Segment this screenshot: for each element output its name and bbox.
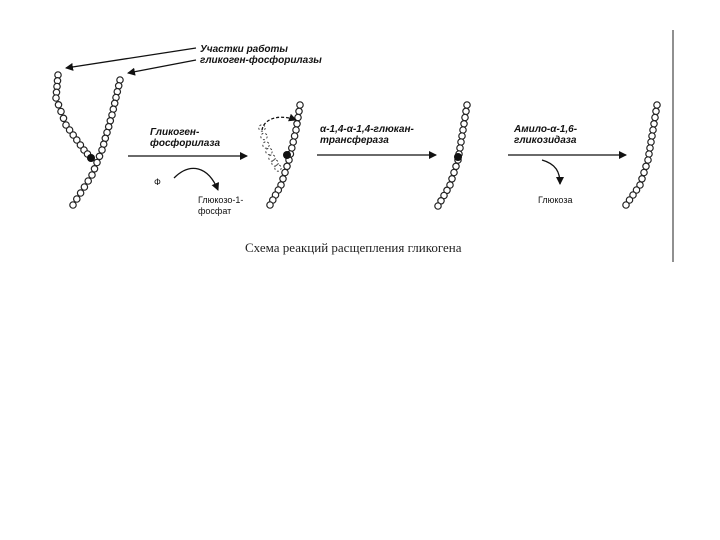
glucose-residue: [93, 158, 101, 167]
glycogen-chain-branch: [69, 76, 124, 209]
glucose-residue: [648, 132, 656, 140]
glucose-residue: [636, 181, 644, 189]
glucose-residue: [59, 114, 68, 123]
glucose-residue: [448, 175, 456, 183]
glucose-residue: [452, 162, 460, 171]
glucose-residue: [266, 201, 274, 209]
glycogen-chain-linear: [622, 101, 661, 209]
glucose-residue: [652, 107, 660, 116]
glucose-residue: [296, 101, 304, 109]
glucose-residue: [649, 126, 657, 134]
glucose-residue: [462, 107, 470, 116]
glucose-release-arrow: [541, 159, 564, 185]
glucose-residue: [287, 144, 296, 152]
sites-arrow-2: [127, 59, 197, 76]
glucose-residue: [65, 126, 74, 134]
transferred-residue: [260, 132, 268, 141]
glucose-residue: [90, 165, 99, 173]
glucose-residue: [62, 121, 70, 129]
transferred-residue: [258, 124, 266, 132]
product3-label: Глюкоза: [538, 195, 572, 205]
sites-arrow-1: [65, 47, 197, 71]
diagram-caption: Схема реакций расщепления гликогена: [245, 240, 462, 255]
transfer-arrow: [261, 113, 297, 131]
glucose-residue: [629, 191, 637, 199]
product1-line1: Глюкозо-1-: [198, 195, 243, 205]
glucose-residue: [625, 196, 634, 204]
transferred-residue: [268, 154, 276, 162]
glucose-residue: [98, 146, 106, 154]
glucose-residue: [457, 138, 465, 146]
glucose-residue: [283, 162, 291, 171]
transferred-residue: [274, 164, 282, 172]
glucose-residue: [292, 126, 300, 134]
glucose-residue: [640, 168, 648, 177]
branch-point-3: [454, 153, 462, 161]
glucose-residue: [52, 94, 60, 102]
glucose-residue: [295, 107, 303, 116]
enzyme1-label-line1: Гликоген-: [150, 127, 200, 138]
glucose-residue: [644, 156, 652, 164]
glucose-residue: [450, 168, 458, 177]
glucose-residue: [76, 189, 85, 197]
glucose-residue: [645, 150, 653, 158]
enzyme3-label-line1: Амило-α-1,6-: [513, 124, 578, 135]
glucose-residue: [646, 144, 654, 152]
glucose-residue: [73, 195, 81, 203]
phosphate-curve-arrow: [173, 167, 219, 191]
enzyme3-label-line2: гликозидаза: [514, 135, 577, 146]
enzyme2-label-line1: α-1,4-α-1,4-глюкан-: [320, 124, 415, 135]
glucose-residue: [459, 126, 467, 134]
glucose-residue: [76, 141, 85, 149]
glucose-residue: [638, 175, 646, 183]
glucose-residue: [73, 136, 81, 144]
enzyme1-label-line2: фосфорилаза: [150, 137, 220, 149]
sites-label-line2: гликоген-фосфорилазы: [200, 54, 322, 66]
glycogen-chain-outer: [52, 71, 95, 162]
glucose-residue: [461, 113, 469, 122]
phosphate-symbol: Ф: [154, 177, 161, 187]
glycogen-chain-debranch: [434, 101, 471, 210]
transferred-residue: [265, 147, 273, 156]
glucose-residue: [88, 171, 96, 179]
glucose-residue: [57, 107, 65, 116]
glucose-residue: [434, 202, 442, 210]
glucose-residue: [650, 120, 658, 128]
glucose-residue: [293, 120, 301, 128]
glucose-residue: [279, 175, 287, 183]
glucose-residue: [463, 101, 471, 109]
glucose-residue: [281, 168, 289, 177]
glucose-residue: [289, 138, 298, 146]
glucose-residue: [69, 201, 77, 209]
glucose-residue: [84, 177, 93, 185]
transferred-residue: [262, 141, 270, 149]
glucose-residue: [69, 131, 78, 139]
glucose-residue: [653, 101, 661, 109]
glucose-residue: [651, 113, 659, 122]
glucose-residue: [458, 132, 466, 140]
branch-point-1: [87, 154, 95, 162]
glucose-residue: [460, 120, 468, 128]
glucose-residue: [456, 144, 464, 152]
transferred-residues: [258, 124, 282, 172]
branch-point-2: [283, 151, 291, 159]
glucose-residue: [80, 183, 89, 191]
glucose-residue: [290, 132, 299, 140]
glucose-residue: [622, 201, 630, 209]
transferred-residue: [271, 159, 279, 167]
sites-label-line1: Участки работы: [200, 43, 288, 55]
glycogen-chain-shortened: [266, 101, 304, 209]
glucose-residue: [632, 186, 641, 194]
glucose-residue: [294, 113, 302, 122]
glucose-residue: [642, 162, 650, 171]
glucose-residue: [54, 101, 63, 109]
product1-line2: фосфат: [198, 206, 231, 216]
glucose-residue: [95, 152, 104, 161]
glucose-residue: [647, 138, 655, 146]
enzyme2-label-line2: трансфераза: [320, 134, 389, 146]
